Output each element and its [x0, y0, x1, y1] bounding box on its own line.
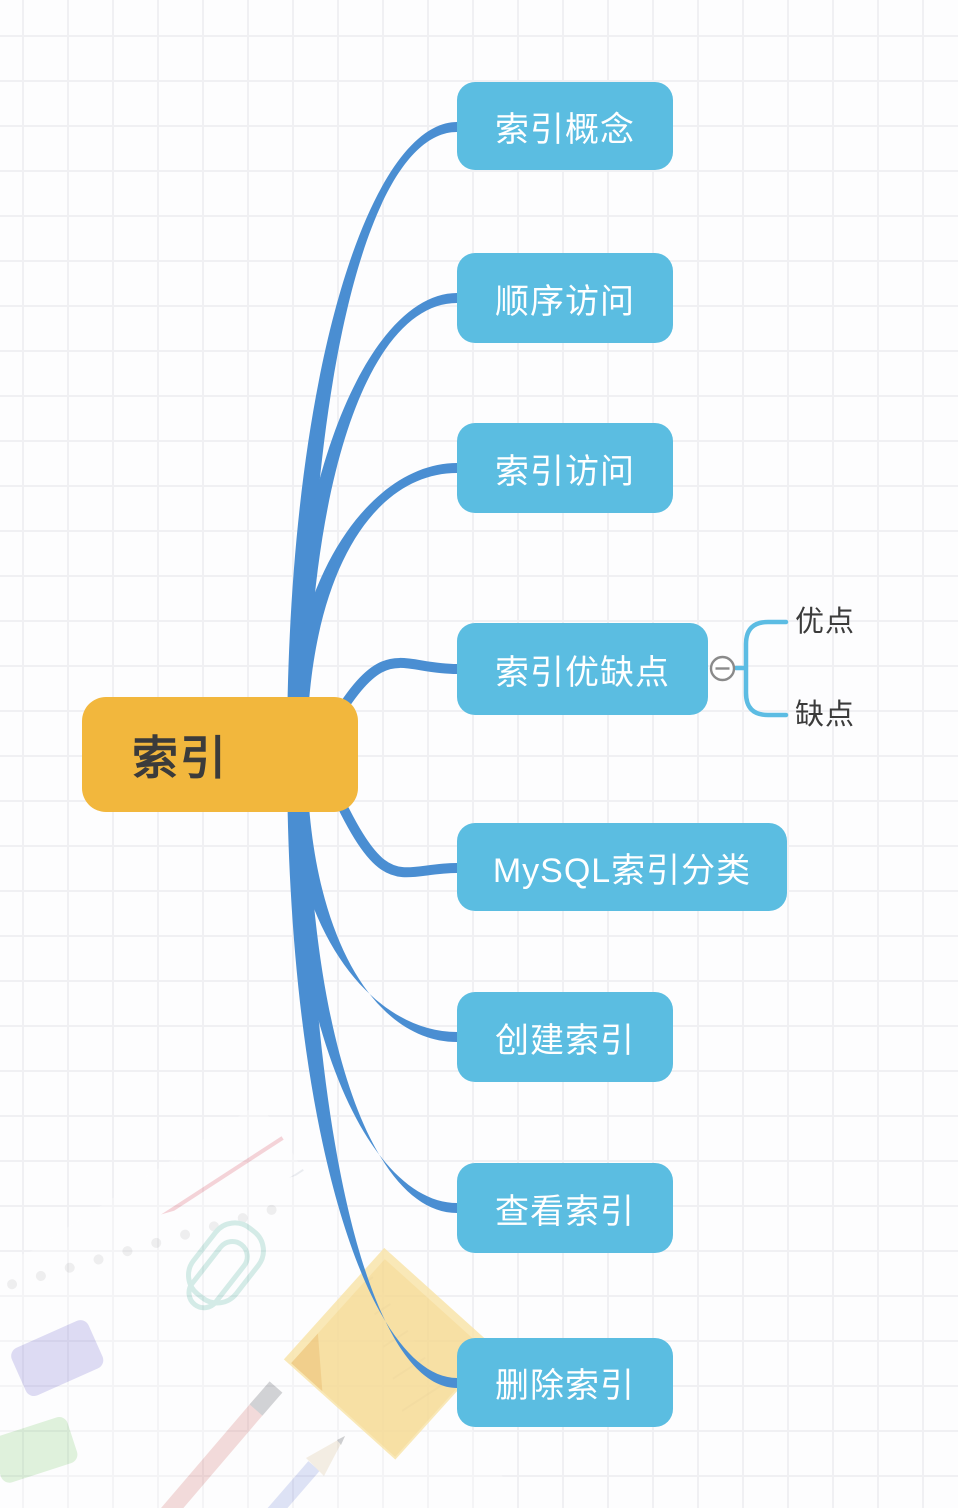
- node-label: MySQL索引分类: [492, 851, 752, 890]
- node-sequential-access[interactable]: 顺序访问: [457, 253, 673, 343]
- node-label: 索引概念: [495, 110, 635, 149]
- branch-line: [325, 775, 462, 878]
- sticky-note: [283, 1247, 496, 1460]
- subnode-disadvantages[interactable]: 缺点: [795, 693, 855, 737]
- branch-line: [287, 293, 457, 754]
- binder-clip-green: [0, 1417, 78, 1483]
- branch-line: [325, 657, 462, 733]
- node-view-index[interactable]: 查看索引: [457, 1163, 673, 1253]
- node-label: 查看索引: [495, 1192, 635, 1231]
- collapse-toggle-button[interactable]: [709, 655, 736, 682]
- root-node-index[interactable]: 索引: [82, 697, 358, 812]
- paperclip-icon: [186, 1220, 266, 1311]
- subnode-label: 缺点: [795, 699, 856, 731]
- node-delete-index[interactable]: 删除索引: [457, 1338, 673, 1427]
- collapse-minus-icon: [709, 655, 736, 682]
- node-label: 索引优缺点: [495, 653, 670, 692]
- node-label: 顺序访问: [495, 282, 635, 321]
- note-card: [0, 1168, 414, 1508]
- root-node-label: 索引: [132, 731, 228, 784]
- binder-clip-purple: [11, 1320, 104, 1397]
- node-label: 删除索引: [495, 1367, 635, 1405]
- red-pencil: [161, 1381, 283, 1508]
- subnode-label: 优点: [795, 606, 856, 638]
- node-create-index[interactable]: 创建索引: [457, 992, 673, 1082]
- node-index-concept[interactable]: 索引概念: [457, 82, 673, 170]
- node-label: 创建索引: [495, 1021, 635, 1060]
- blue-pencil: [267, 1436, 345, 1508]
- node-index-access[interactable]: 索引访问: [457, 423, 673, 513]
- sub-branch-bracket: [733, 619, 789, 718]
- subnode-advantages[interactable]: 优点: [795, 600, 855, 644]
- branch-line: [287, 754, 457, 1388]
- node-index-pros-cons[interactable]: 索引优缺点: [457, 623, 708, 715]
- node-label: 索引访问: [495, 452, 635, 491]
- node-mysql-index-types[interactable]: MySQL索引分类: [457, 823, 787, 911]
